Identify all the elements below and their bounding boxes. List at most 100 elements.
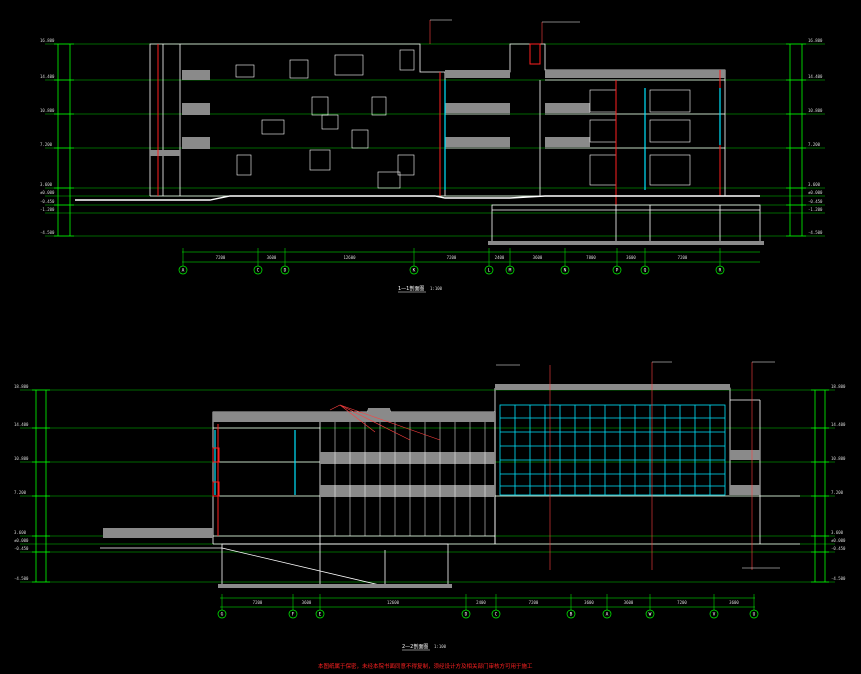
level-label: 7.200 — [14, 490, 27, 495]
level-label: ±0.000 — [808, 190, 823, 195]
level-label: 7.200 — [831, 490, 844, 495]
upper-grid-bubble — [640, 265, 650, 275]
curtain-wall — [499, 404, 726, 496]
lower-grid-bubble — [566, 609, 576, 619]
upper-leaders — [429, 20, 543, 44]
lower-left-dim-column — [32, 389, 50, 583]
upper-grid-label: K — [413, 268, 416, 274]
upper-grid-bubble — [560, 265, 570, 275]
level-label: 18.800 — [831, 384, 846, 389]
level-label: 3.600 — [831, 530, 844, 535]
lower-dim-chain — [220, 597, 755, 608]
lower-grid-bubble — [645, 609, 655, 619]
upper-grid-bubble — [484, 265, 494, 275]
upper-dimension-text: 7200 — [447, 255, 457, 260]
upper-grid-bubble — [715, 265, 725, 275]
level-label: 16.800 — [40, 38, 55, 43]
lower-section-title: 2—2剖面图 — [402, 643, 428, 650]
level-label: 10.800 — [831, 456, 846, 461]
lower-dimension-text: 3600 — [729, 600, 739, 605]
upper-grid-label: C — [257, 268, 260, 274]
lower-grid-bubble — [461, 609, 471, 619]
lower-grid-label: B — [570, 612, 573, 618]
ground-line — [75, 195, 760, 201]
level-label: 10.800 — [40, 108, 55, 113]
level-label: 18.800 — [14, 384, 29, 389]
upper-basement — [491, 204, 761, 244]
level-label: 14.400 — [40, 74, 55, 79]
level-label: 3.600 — [40, 182, 53, 187]
upper-grid-label: P — [616, 268, 619, 274]
lower-slabs — [103, 384, 760, 538]
level-label: 7.200 — [40, 142, 53, 147]
lower-glass-verticals — [214, 430, 296, 495]
lower-grid-bubble — [709, 609, 719, 619]
upper-grid-bubble — [253, 265, 263, 275]
upper-dimension-text: 7200 — [216, 255, 226, 260]
lower-grid-label: U — [753, 612, 756, 618]
lower-grid-label: G — [221, 612, 224, 618]
upper-dim-chain — [182, 251, 760, 263]
upper-grid-label: R — [719, 268, 722, 274]
level-label: -1.200 — [40, 207, 55, 212]
lower-dimension-text: 12600 — [387, 600, 400, 605]
level-label: -4.500 — [40, 230, 55, 235]
lower-left-level-labels: 18.800 14.400 10.800 7.200 3.600 ±0.000 … — [14, 384, 29, 581]
upper-section-title: 1—1剖面图 — [398, 285, 424, 292]
level-label: 10.800 — [808, 108, 823, 113]
level-label: -0.450 — [14, 546, 29, 551]
lower-grid-label: V — [713, 612, 716, 618]
level-label: 16.800 — [808, 38, 823, 43]
upper-structure-red — [157, 43, 721, 205]
lower-basement-slab — [218, 584, 452, 588]
lower-dimension-text: 3600 — [302, 600, 312, 605]
upper-glass — [444, 80, 721, 190]
lower-grid-label: W — [649, 612, 652, 618]
upper-grid-bubble — [280, 265, 290, 275]
level-label: -4.500 — [831, 576, 846, 581]
level-label: -4.500 — [808, 230, 823, 235]
upper-dimension-text: 2400 — [495, 255, 505, 260]
upper-section-scale: 1:100 — [430, 286, 443, 291]
upper-leader-ticks — [430, 19, 580, 23]
lower-grid-bubble — [491, 609, 501, 619]
lower-grid-label: A — [606, 612, 609, 618]
upper-grid-bubble — [612, 265, 622, 275]
upper-grid-bubble — [409, 265, 419, 275]
footer-note: 本图纸属于保密，未经本院书面同意不得复制，须经设计方及相关部门审核方可用于施工 — [318, 662, 533, 670]
upper-grid-label: Q — [644, 268, 647, 274]
lower-grid-label: E — [319, 612, 322, 618]
level-label: -0.450 — [808, 199, 823, 204]
upper-grid-label: M — [509, 268, 512, 274]
level-label: 14.400 — [808, 74, 823, 79]
level-label: 14.400 — [831, 422, 846, 427]
level-label: 3.600 — [14, 530, 27, 535]
upper-right-dim-column — [786, 43, 806, 237]
upper-dimension-text: 12600 — [343, 255, 356, 260]
upper-grid-label: L — [488, 268, 491, 274]
lower-grid-bubble — [217, 609, 227, 619]
level-label: -0.450 — [831, 546, 846, 551]
lower-section: 18.800 14.400 10.800 7.200 3.600 ±0.000 … — [14, 361, 846, 651]
lower-dimension-text: 7200 — [253, 600, 263, 605]
lower-bays — [334, 422, 486, 536]
lower-basement — [100, 543, 449, 587]
upper-dimension-text: 7800 — [586, 255, 596, 260]
level-label: 10.800 — [14, 456, 29, 461]
upper-grid-label: N — [564, 268, 567, 274]
lower-grid-bubble — [602, 609, 612, 619]
upper-grid-label: A — [182, 268, 185, 274]
upper-dimension-text: 3600 — [533, 255, 543, 260]
upper-grid-label: D — [284, 268, 287, 274]
level-label: -1.200 — [808, 207, 823, 212]
level-label: 14.400 — [14, 422, 29, 427]
level-label: 7.200 — [808, 142, 821, 147]
level-label: -0.450 — [40, 199, 55, 204]
upper-dimension-text: 3600 — [267, 255, 277, 260]
upper-dimension-text: 7200 — [678, 255, 688, 260]
upper-left-level-labels: 16.800 14.400 10.800 7.200 3.600 ±0.000 … — [40, 38, 55, 235]
upper-left-dim-column — [54, 43, 74, 237]
lower-grid-bubble — [749, 609, 759, 619]
